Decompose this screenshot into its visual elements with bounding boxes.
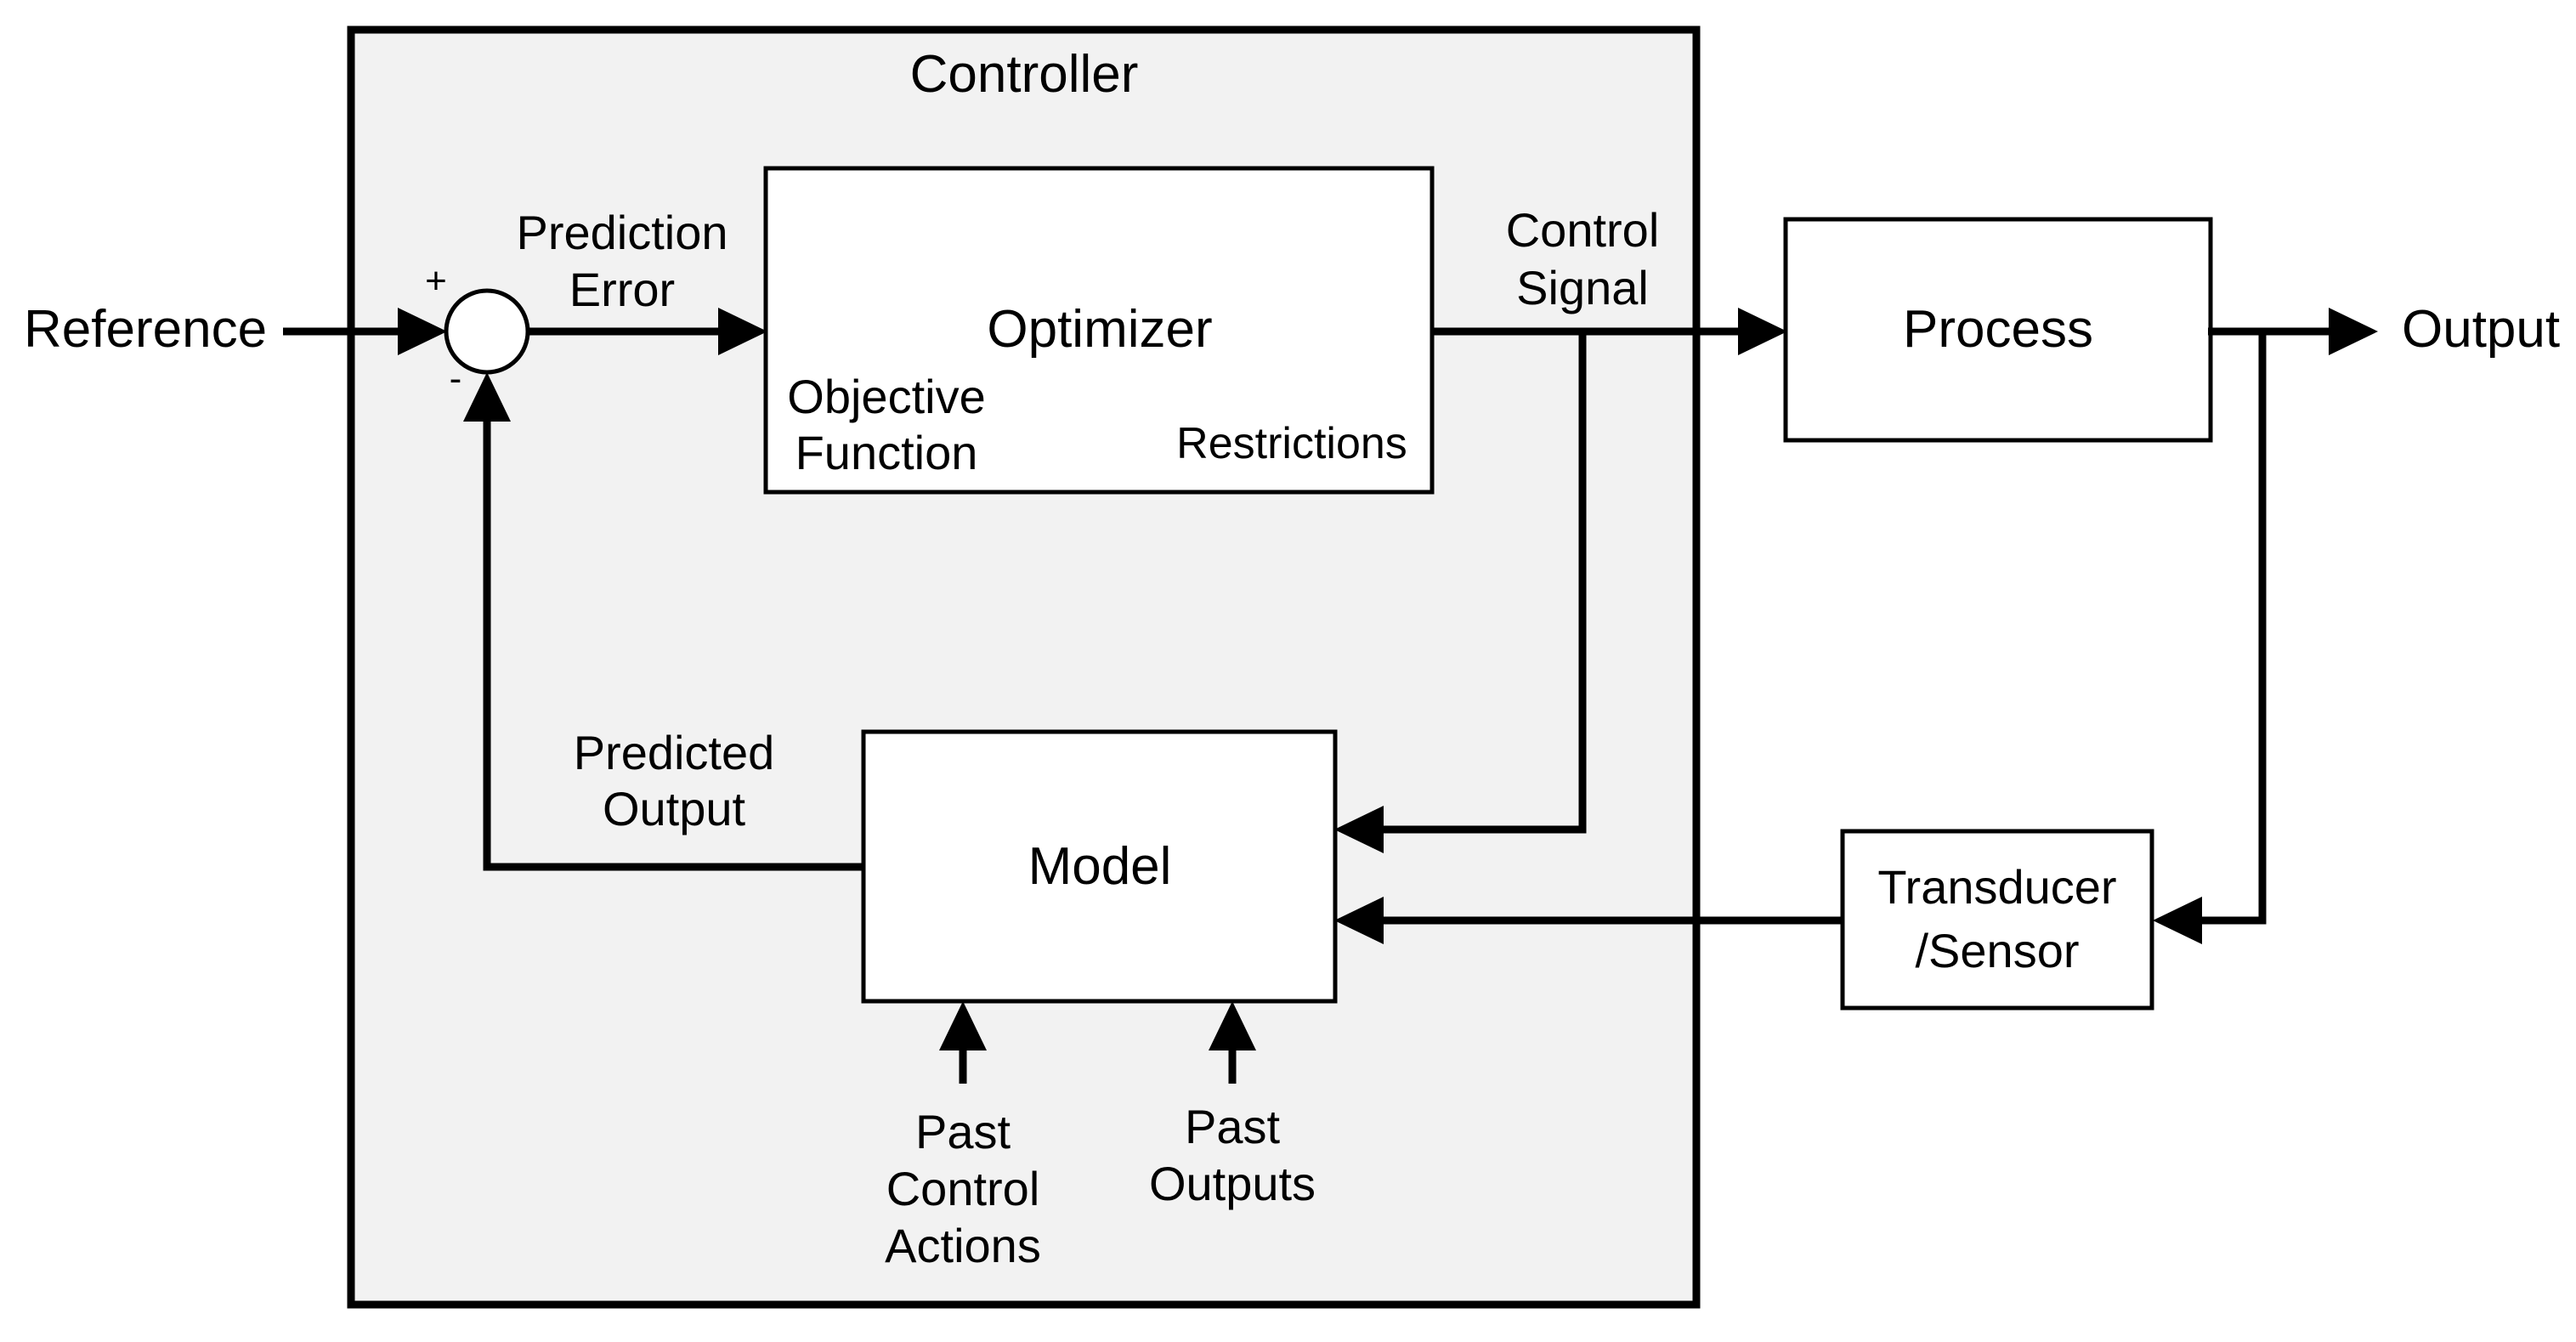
control-signal-label-line1: Control bbox=[1506, 203, 1660, 257]
past-outputs-arrowhead bbox=[1209, 1001, 1256, 1050]
optimizer-box bbox=[763, 166, 1435, 495]
objective-function-line1: Objective bbox=[787, 370, 985, 423]
predicted-output-label-line2: Output bbox=[603, 782, 746, 835]
past-outputs-line1: Past bbox=[1185, 1100, 1280, 1153]
past-control-actions-line3: Actions bbox=[885, 1219, 1041, 1272]
output-label: Output bbox=[2402, 300, 2560, 359]
reference-arrowhead bbox=[398, 308, 447, 355]
past-outputs-line2: Outputs bbox=[1149, 1157, 1316, 1210]
output-to-transducer-arrowhead bbox=[2153, 897, 2202, 944]
restrictions-label: Restrictions bbox=[1176, 419, 1407, 468]
prediction-error-label-line1: Prediction bbox=[516, 206, 728, 259]
transducer-sensor-box bbox=[1840, 829, 2154, 1011]
prediction-error-arrowhead bbox=[718, 308, 767, 355]
model-label: Model bbox=[1028, 837, 1172, 896]
past-control-actions-line2: Control bbox=[886, 1162, 1040, 1215]
output-to-transducer-wire bbox=[2202, 331, 2267, 925]
control-signal-label-line2: Signal bbox=[1516, 261, 1649, 314]
control-signal-to-model-wire bbox=[1384, 331, 1587, 834]
transducer-label-line2: /Sensor bbox=[1916, 924, 2080, 977]
past-control-actions-line1: Past bbox=[915, 1105, 1011, 1158]
model-box bbox=[861, 729, 1338, 1004]
process-label: Process bbox=[1903, 300, 2093, 359]
reference-label: Reference bbox=[24, 300, 267, 359]
controller-label: Controller bbox=[910, 45, 1139, 104]
optimizer-title: Optimizer bbox=[987, 300, 1212, 359]
predicted-output-label-line1: Predicted bbox=[574, 726, 775, 779]
predicted-output-arrowhead bbox=[463, 372, 511, 422]
summer-plus-sign: + bbox=[425, 260, 447, 302]
process-box bbox=[1783, 217, 2213, 443]
summer-minus-sign: - bbox=[450, 358, 462, 399]
prediction-error-label-line2: Error bbox=[569, 263, 675, 316]
output-arrowhead bbox=[2329, 308, 2378, 355]
transducer-to-model-arrowhead bbox=[1334, 897, 1384, 944]
predicted-output-wire bbox=[483, 422, 863, 871]
transducer-label-line1: Transducer bbox=[1877, 860, 2116, 914]
control-signal-to-model-arrowhead bbox=[1334, 806, 1384, 853]
objective-function-line2: Function bbox=[795, 426, 978, 479]
control-signal-arrowhead bbox=[1738, 308, 1787, 355]
past-control-actions-arrowhead bbox=[939, 1001, 987, 1050]
